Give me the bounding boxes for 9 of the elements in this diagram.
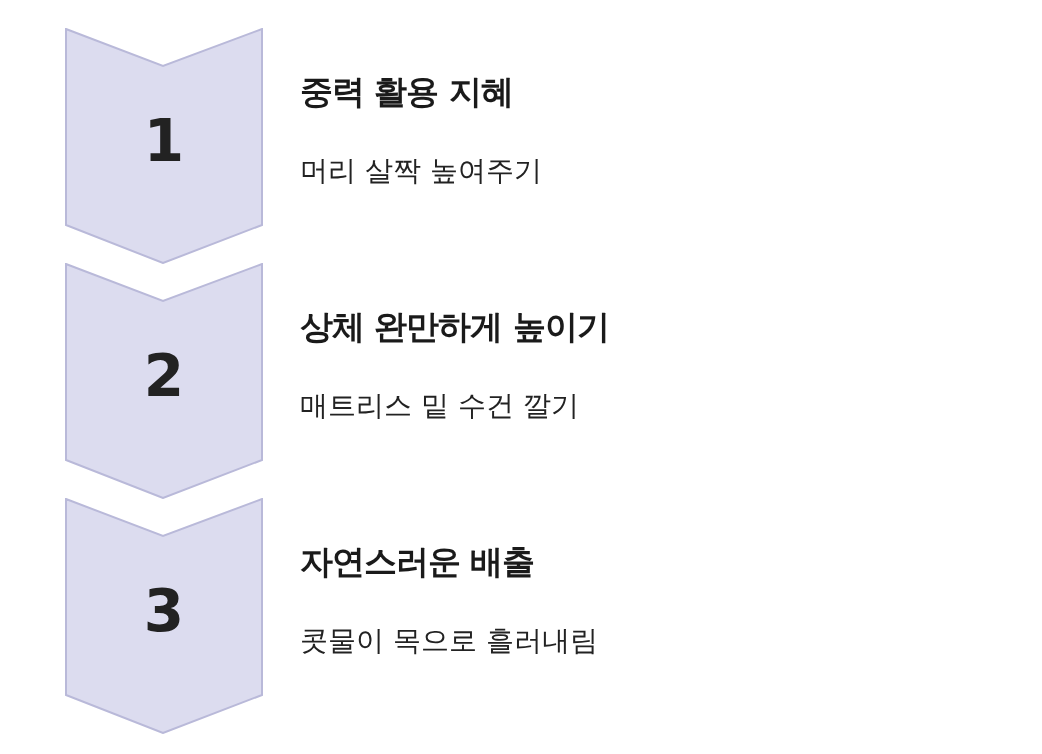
step-number: 1: [142, 106, 186, 176]
step-heading: 상체 완만하게 높이기: [300, 306, 609, 348]
step-description: 콧물이 목으로 흘러내림: [300, 623, 598, 659]
step-number: 3: [142, 576, 186, 646]
step-description: 매트리스 밑 수건 깔기: [300, 388, 579, 424]
step-number: 2: [142, 341, 186, 411]
step-heading: 자연스러운 배출: [300, 541, 535, 583]
step-heading: 중력 활용 지혜: [300, 71, 513, 113]
step-description: 머리 살짝 높여주기: [300, 153, 542, 189]
